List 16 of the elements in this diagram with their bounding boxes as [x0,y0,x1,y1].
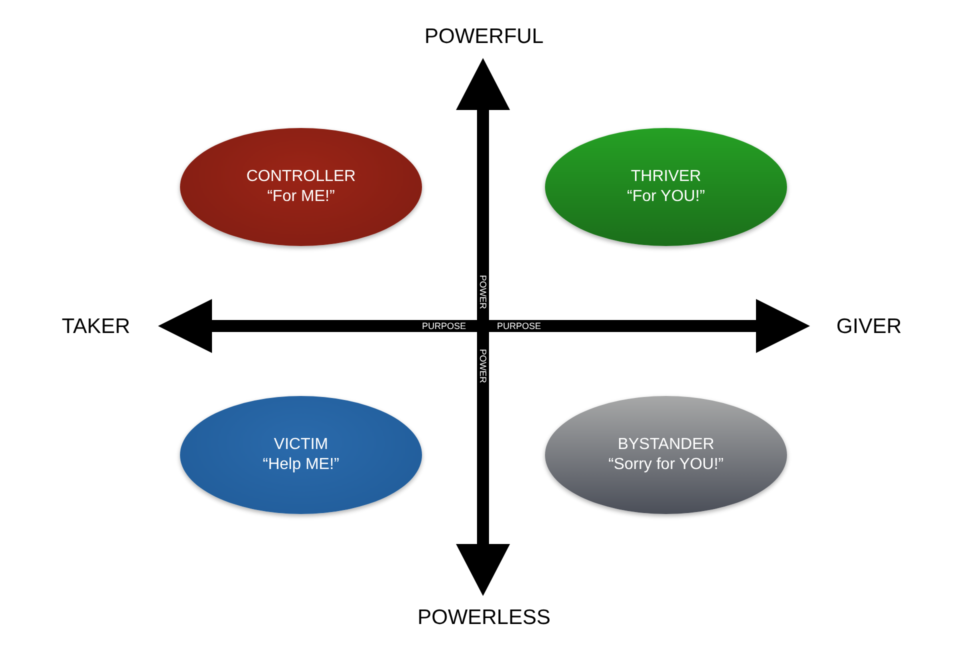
role-quote: “Sorry for YOU!” [608,455,724,475]
axis-end-label: TAKER [62,315,130,339]
axis-label: PURPOSE [422,321,466,331]
axis-label: POWER [478,349,488,383]
role-quote: “For ME!” [267,187,335,207]
axis-label: POWER [478,275,488,309]
role-title: VICTIM [274,435,328,455]
role-title: CONTROLLER [246,167,356,187]
axis-label: PURPOSE [497,321,541,331]
role-title: BYSTANDER [618,435,714,455]
role-quote: “For YOU!” [627,187,705,207]
role-quote: “Help ME!” [262,455,340,475]
axis-end-label: POWERLESS [417,606,551,630]
role-title: THRIVER [630,167,702,187]
axis-end-label: GIVER [836,315,902,339]
axis-end-label: POWERFUL [424,25,544,49]
